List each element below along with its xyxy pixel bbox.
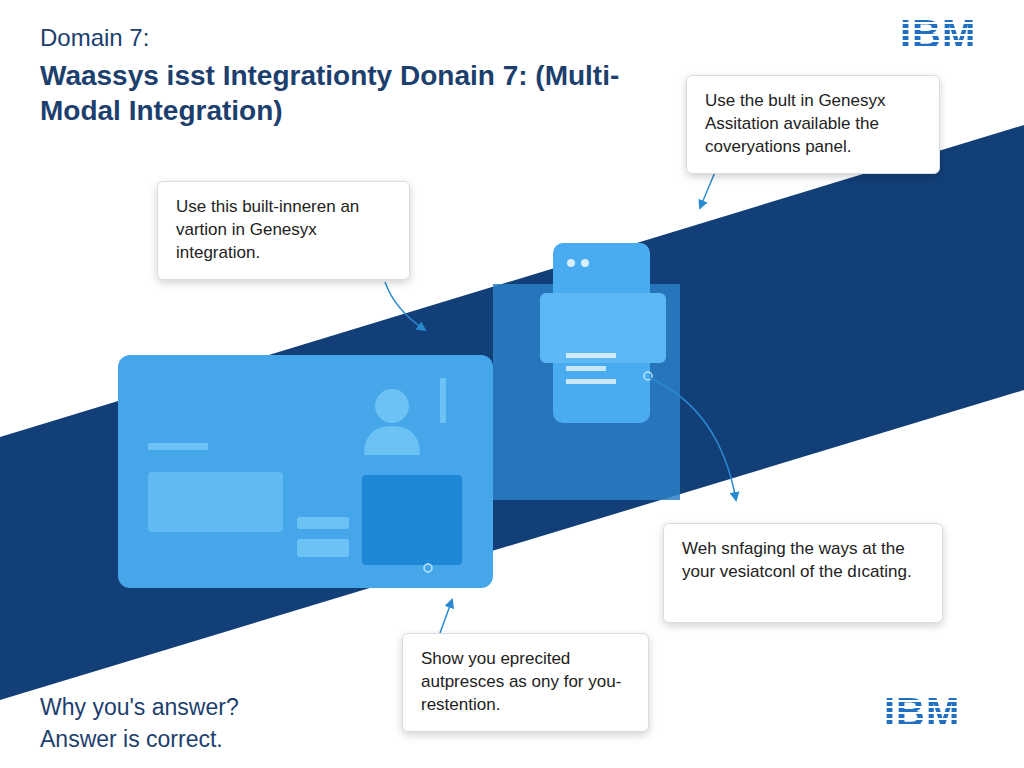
brand-logo: IBM <box>884 690 960 735</box>
diagonal-band <box>0 125 1024 700</box>
callout-text: Use this built-inneren an vartion in Gen… <box>176 196 391 265</box>
callout-text: Weh snfaging the ways at the your vesiat… <box>682 538 924 584</box>
footer-note: Answer is correct. <box>40 726 223 753</box>
callout-box: Weh snfaging the ways at the your vesiat… <box>663 523 943 623</box>
brand-logo: IBM <box>900 12 976 57</box>
callout-box: Show you eprecited autpresces as ony for… <box>402 633 649 732</box>
callout-text: Use the bult in Genesyx Assitation avail… <box>705 90 921 159</box>
diagram-title: Waassys isst Integrationty Donain 7: (Mu… <box>40 58 660 128</box>
callout-text: Show you eprecited autpresces as ony for… <box>421 648 630 717</box>
callout-box: Use this built-inneren an vartion in Gen… <box>157 181 410 280</box>
footer-note: Why you's answer? <box>40 694 239 721</box>
domain-heading: Domain 7: <box>40 24 149 52</box>
monitor-illustration <box>118 355 493 588</box>
callout-box: Use the bult in Genesyx Assitation avail… <box>686 75 940 174</box>
phone-illustration <box>540 243 666 423</box>
